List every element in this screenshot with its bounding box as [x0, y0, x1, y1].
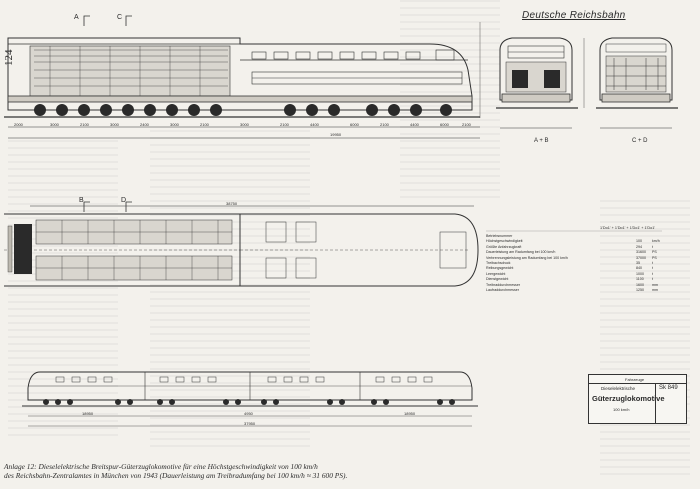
title-block-type: Dieselelektrische	[601, 386, 636, 391]
train-dim: 18950	[82, 411, 94, 416]
spec-unit: t	[652, 261, 653, 265]
spec-label: Höchstgeschwindigkeit	[486, 239, 523, 244]
spec-row: Leergewicht 1000 t	[486, 272, 662, 277]
title-block-header: Fahrzeuge	[625, 377, 645, 382]
title-block-number: Sk 849	[659, 385, 678, 391]
section-mark-b: B	[79, 197, 84, 204]
spec-row: Verbrennungsleistung am Radumfang bei 10…	[486, 256, 662, 261]
spec-row: Treibachsdruck 35 t	[486, 261, 662, 266]
spec-label: Laufraddurchmesser	[486, 288, 519, 292]
side-overall-dim: 19950	[330, 132, 342, 137]
spec-unit: t	[652, 271, 653, 276]
spec-row: Treibraddurchmesser 1600 mm	[486, 283, 662, 288]
side-dim: 3000	[50, 122, 59, 127]
spec-label: Größte Anfahrzugkraft	[486, 244, 522, 249]
end-view-ab	[496, 37, 585, 129]
spec-value: 840	[636, 266, 642, 271]
side-dim: 6000	[440, 122, 449, 127]
side-dim: 2400	[140, 122, 149, 127]
caption-line: des Reichsbahn-Zentralamtes in München v…	[4, 471, 348, 480]
side-dim: 2100	[280, 122, 289, 127]
end-view-caption-ab: A + B	[534, 138, 549, 144]
title-block-name: Güterzuglokomotive	[592, 394, 665, 403]
spec-value: 1100	[636, 277, 644, 282]
train-dim: 4950	[244, 411, 253, 416]
spec-label: Betriebsnummer	[486, 234, 513, 238]
side-dim: 2000	[14, 122, 23, 127]
figure-caption: Anlage 12: Dieselelektrische Breitspur-G…	[4, 462, 347, 480]
spec-value: 37000	[636, 255, 646, 260]
spec-label: Dienstgewicht	[486, 277, 509, 282]
spec-label: Treibraddurchmesser	[486, 282, 521, 287]
spec-unit: km/h	[652, 239, 660, 244]
plan-overall-dim: 38750	[226, 201, 238, 206]
section-mark-d: D	[121, 197, 127, 204]
spec-value: 100	[636, 239, 642, 244]
title-block: Fahrzeuge Dieselelektrische Güterzugloko…	[588, 374, 687, 424]
side-dim: 2100	[80, 122, 89, 127]
spec-unit: PS	[652, 255, 657, 260]
train-dim: 18950	[404, 411, 416, 416]
side-dim: 4400	[410, 122, 419, 127]
train-overall-dim: 37950	[244, 421, 256, 426]
side-dim: 6000	[350, 122, 359, 127]
bleed-through-text	[8, 140, 118, 440]
bleed-through-text	[150, 130, 310, 450]
spec-value: 1250	[636, 288, 644, 292]
spec-row: Dienstgewicht 1100 t	[486, 277, 662, 282]
end-view-caption-cd: C + D	[632, 138, 648, 144]
spec-label: Verbrennungsleistung am Radumfang bei 10…	[486, 255, 568, 260]
spec-row: Höchstgeschwindigkeit 100 km/h	[486, 239, 662, 244]
spec-value: 31600	[636, 250, 646, 255]
spec-label: Dauerleistung am Radumfang bei 100 km/h	[486, 250, 556, 255]
side-dim: 3000	[240, 122, 249, 127]
spec-unit: mm	[652, 282, 658, 287]
side-dim: 2100	[380, 122, 389, 127]
section-mark-c: C	[117, 14, 123, 21]
spec-row: Größte Anfahrzugkraft 294 t	[486, 245, 662, 250]
spec-value: 35	[636, 261, 640, 265]
side-dim: 3000	[110, 122, 119, 127]
spec-unit: t	[652, 244, 653, 249]
side-dim: 4400	[310, 122, 319, 127]
spec-row: Laufraddurchmesser 1250 mm	[486, 288, 662, 293]
section-mark-a: A	[74, 14, 79, 21]
spec-unit: t	[652, 266, 653, 271]
side-dim: 2100	[200, 122, 209, 127]
caption-line: Anlage 12: Dieselelektrische Breitspur-G…	[4, 462, 318, 471]
spec-value: 1600	[636, 282, 644, 287]
side-dim: 2100	[462, 122, 471, 127]
spec-value: 294	[636, 244, 642, 249]
spec-row: Betriebsnummer	[486, 234, 662, 239]
train-elevation	[22, 371, 478, 427]
title-block-speed: 100 km/h	[613, 407, 630, 412]
brand-heading: Deutsche Reichsbahn	[522, 10, 626, 21]
spec-unit: mm	[652, 288, 658, 292]
spec-label: Leergewicht	[486, 271, 506, 276]
end-view-cd	[596, 37, 678, 129]
side-elevation	[4, 15, 481, 139]
spec-value: 1000	[636, 271, 644, 276]
spec-label: Treibachsdruck	[486, 261, 511, 265]
side-dim: 3000	[170, 122, 179, 127]
bleed-through-text	[600, 200, 690, 480]
plan-view	[4, 201, 479, 287]
spec-unit: PS	[652, 250, 657, 255]
spec-unit: t	[652, 277, 653, 282]
spec-row: Dauerleistung am Radumfang bei 100 km/h 3…	[486, 250, 662, 255]
spec-label: Reibungsgewicht	[486, 266, 514, 271]
spec-row: Reibungsgewicht 840 t	[486, 266, 662, 271]
axle-formula: 1'Do1' + 1'Do1' + 1'Do1' + 1'Do1'	[600, 226, 656, 230]
